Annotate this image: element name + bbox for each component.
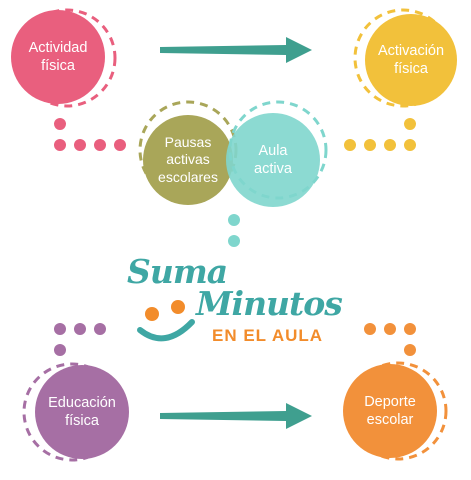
actividad-circle xyxy=(11,10,105,104)
logo-smile xyxy=(137,319,195,342)
activacion-label: Activación física xyxy=(377,42,445,77)
logo-text-en-el-aula: EN EL AULA xyxy=(212,326,324,345)
activacion-circle xyxy=(365,14,457,106)
aula-circle xyxy=(226,113,320,207)
deporte-dashed-ring xyxy=(348,361,448,461)
deporte-label: Deporte escolar xyxy=(364,393,416,428)
logo-eye-left xyxy=(145,307,159,321)
aula-label: Aula activa xyxy=(254,142,292,177)
actividad-dashed-ring xyxy=(17,8,117,108)
logo-text-suma: Suma xyxy=(127,252,228,291)
educacion-dots xyxy=(54,323,106,356)
activacion-dots xyxy=(344,118,416,151)
arrow-bottom xyxy=(160,403,312,429)
educacion-circle xyxy=(35,365,129,459)
arrow-top xyxy=(160,37,312,63)
actividad-label: Actividad física xyxy=(28,39,88,74)
pausas-circle xyxy=(143,115,233,205)
logo-eye-right xyxy=(171,300,185,314)
logo-face xyxy=(137,300,195,342)
educacion-label: Educación física xyxy=(48,394,116,429)
pausas-label: Pausas activas escolares xyxy=(158,133,218,185)
deporte-dots xyxy=(364,323,416,356)
deporte-circle xyxy=(343,364,437,458)
actividad-dots xyxy=(54,118,126,151)
logo-text-minutos: Minutos xyxy=(196,284,343,323)
aula-dots xyxy=(228,214,240,247)
